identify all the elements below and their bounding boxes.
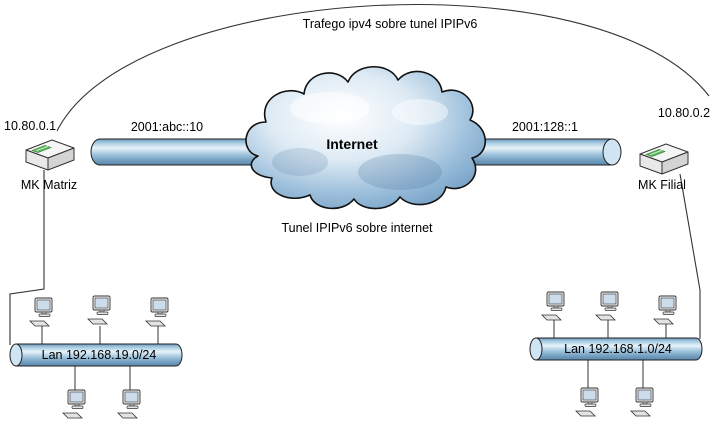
computer-icon — [653, 295, 677, 325]
right-lan-label: Lan 192.168.1.0/24 — [564, 342, 672, 356]
ipv4-traffic-arc — [56, 3, 710, 132]
right-lan-drop-lines — [553, 320, 667, 389]
computer-icon — [575, 387, 599, 417]
right-router: 10.80.0.2 MK Filial — [638, 106, 710, 192]
router-icon — [639, 143, 689, 175]
computer-icon — [541, 291, 565, 321]
right-router-ip-label: 10.80.0.2 — [658, 106, 710, 120]
computer-icon — [29, 297, 53, 327]
arc-title-label: Trafego ipv4 sobre tunel IPIPv6 — [303, 17, 478, 31]
computer-icon — [87, 295, 111, 325]
computer-icon — [145, 297, 169, 327]
cloud-label: Internet — [326, 136, 378, 152]
right-router-name-label: MK Filial — [638, 178, 686, 192]
computer-icon — [117, 389, 141, 419]
tunnel-right-ip-label: 2001:128::1 — [512, 120, 578, 134]
computer-icon — [630, 387, 654, 417]
tunnel-left-ip-label: 2001:abc::10 — [131, 120, 203, 134]
left-router-ip-label: 10.80.0.1 — [4, 119, 56, 133]
left-router-lan-link — [9, 170, 45, 345]
pipe-right-cap — [602, 138, 622, 166]
right-lan-segment: Lan 192.168.1.0/24 — [529, 337, 703, 361]
lan-left-cap — [9, 343, 23, 367]
router-icon — [25, 139, 75, 171]
tunnel-caption-label: Tunel IPIPv6 sobre internet — [281, 221, 433, 235]
left-router-name-label: MK Matriz — [21, 178, 77, 192]
internet-cloud: Internet — [245, 66, 486, 210]
computer-icon — [62, 389, 86, 419]
right-router-lan-link — [679, 173, 701, 339]
computer-icon — [595, 291, 619, 321]
left-router: 10.80.0.1 MK Matriz — [4, 119, 77, 192]
left-lan-label: Lan 192.168.19.0/24 — [42, 348, 157, 362]
left-lan-segment: Lan 192.168.19.0/24 — [9, 343, 183, 367]
lan-left-cap — [529, 337, 543, 361]
left-lan-drop-lines — [41, 326, 159, 391]
